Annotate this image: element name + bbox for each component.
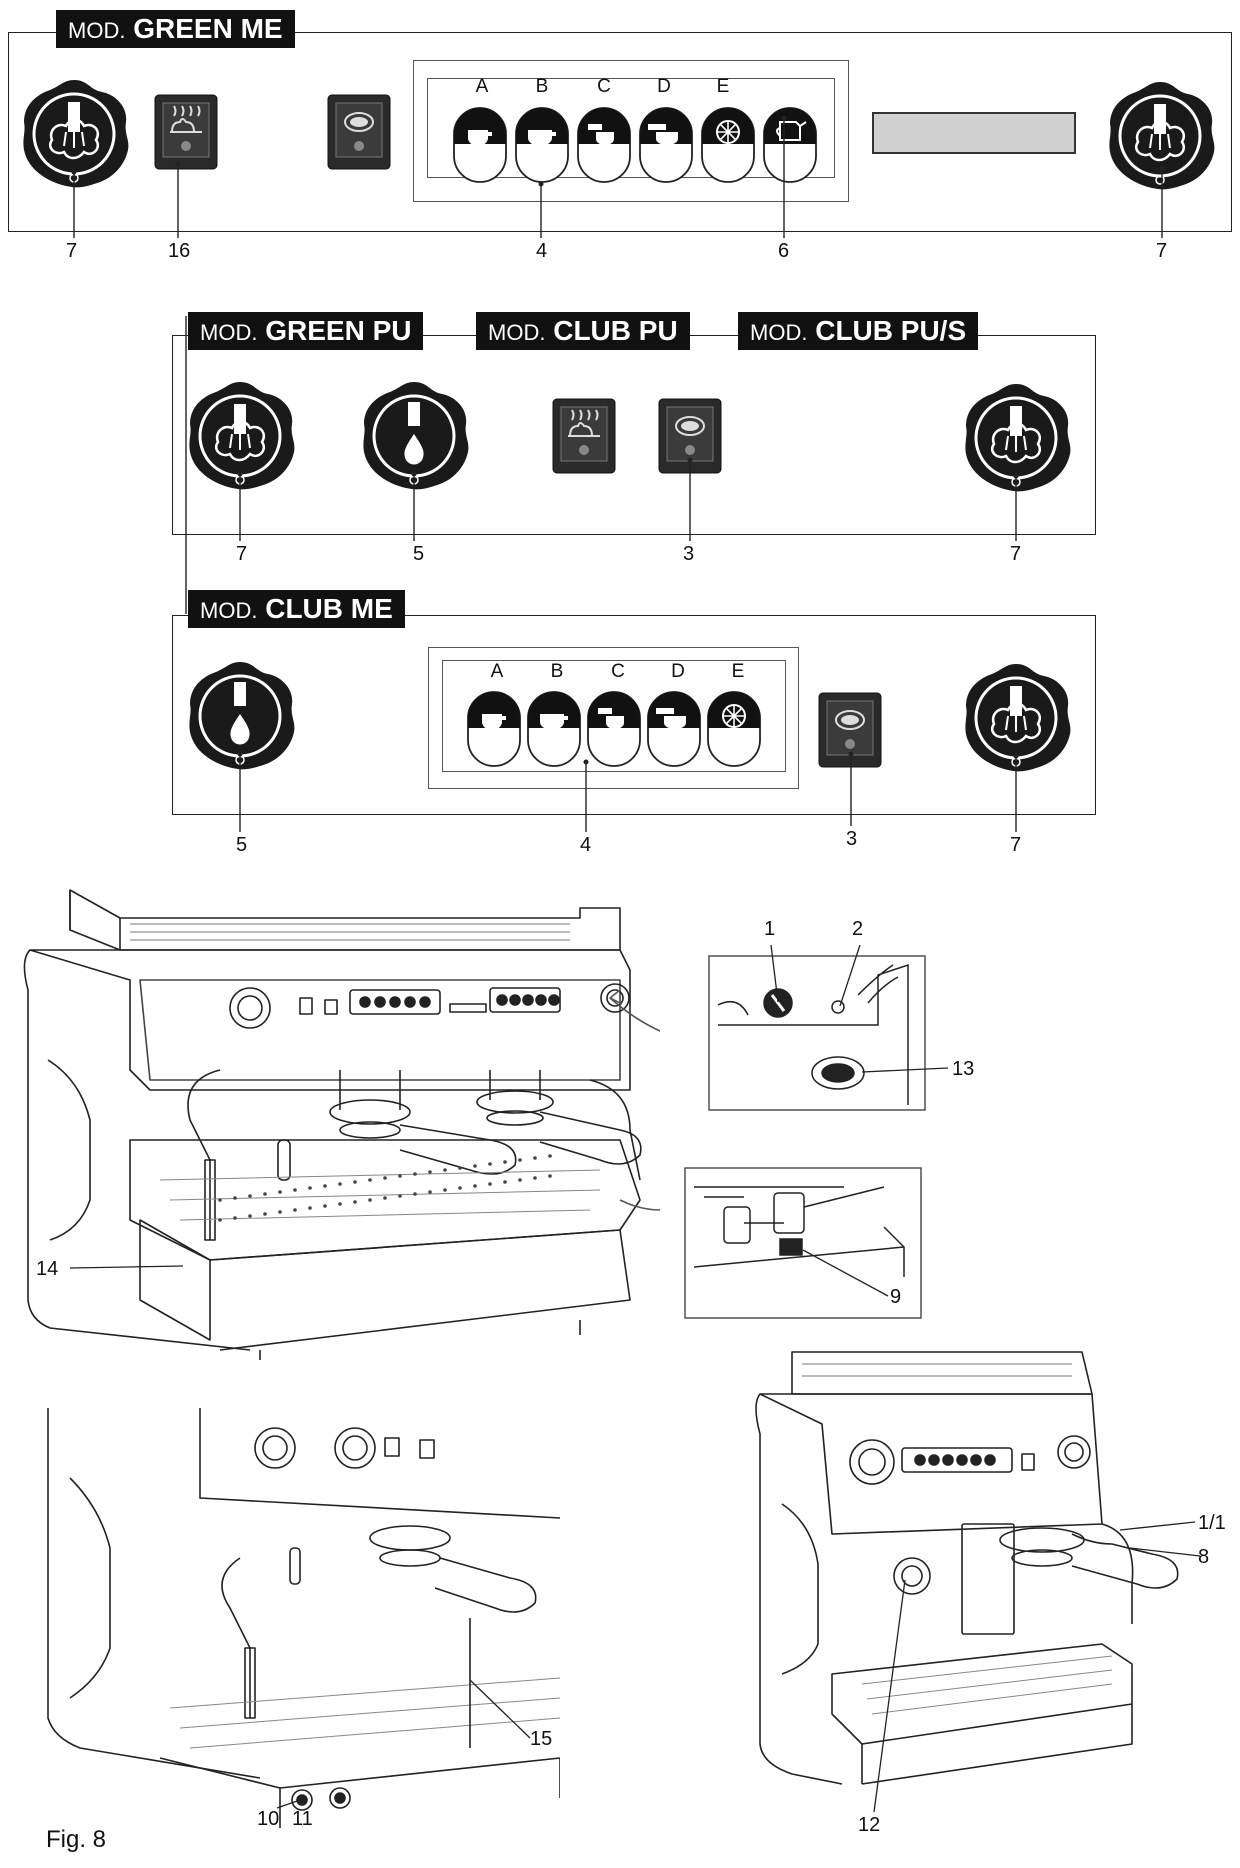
keypad-button-d[interactable] — [647, 691, 701, 767]
keypad-button-e[interactable] — [701, 107, 755, 183]
inset-power-switch — [708, 955, 926, 1111]
steam-knob-icon[interactable] — [958, 660, 1074, 776]
keypad-button-a[interactable] — [467, 691, 521, 767]
front-detail-illustration — [47, 1408, 560, 1828]
callout-16: 16 — [168, 240, 191, 262]
single-group-machine-illustration — [755, 1351, 1179, 1785]
keypad-label-e: E — [731, 661, 745, 682]
keypad-label-b: B — [535, 76, 549, 97]
tag-club-pus: MOD. CLUB PU/S — [738, 312, 979, 350]
keypad-button-d[interactable] — [639, 107, 693, 183]
cup-button-icon[interactable] — [658, 398, 722, 474]
keypad-label-a: A — [475, 76, 489, 97]
steam-knob-icon[interactable] — [958, 380, 1074, 496]
callout-3: 3 — [683, 543, 695, 565]
figure-label: Fig. 8 — [46, 1826, 107, 1853]
steam-wand-button-icon[interactable] — [552, 398, 616, 474]
keypad-frame — [442, 660, 786, 772]
steam-knob-icon[interactable] — [182, 378, 298, 494]
tag-green-pu: MOD. GREEN PU — [188, 312, 424, 350]
steam-wand-button-icon[interactable] — [154, 94, 218, 170]
callout-5: 5 — [413, 543, 425, 565]
callout-4: 4 — [536, 240, 548, 262]
two-group-machine-illustration — [23, 889, 660, 1360]
teapot-button[interactable] — [763, 107, 817, 183]
keypad-label-c: C — [611, 661, 625, 682]
callout-7: 7 — [66, 240, 78, 262]
callout-4: 4 — [580, 834, 592, 856]
callout-13: 13 — [952, 1058, 975, 1080]
callout-11: 11 — [292, 1808, 313, 1830]
tag-green-me: MOD. GREEN ME — [56, 10, 295, 48]
callout-12: 12 — [858, 1814, 881, 1836]
callout-3: 3 — [846, 828, 858, 850]
display-screen — [872, 112, 1076, 154]
callout-15: 15 — [530, 1728, 553, 1750]
panel-leader-lines — [71, 115, 1165, 832]
keypad-buttons[interactable] — [464, 688, 774, 768]
keypad-label-c: C — [597, 76, 611, 97]
cup-button-icon[interactable] — [327, 94, 391, 170]
hot-water-knob-icon[interactable] — [182, 658, 298, 774]
keypad-label-e: E — [716, 76, 730, 97]
cup-button-icon[interactable] — [818, 692, 882, 768]
callout-7: 7 — [1156, 240, 1168, 262]
keypad-button-c[interactable] — [577, 107, 631, 183]
keypad-button-b[interactable] — [527, 691, 581, 767]
callout-8: 8 — [1198, 1546, 1210, 1568]
callout-10: 10 — [257, 1808, 280, 1830]
keypad-button-c[interactable] — [587, 691, 641, 767]
keypad-label-d: D — [657, 76, 671, 97]
callout-1-1: 1/1 — [1198, 1512, 1226, 1534]
callout-6: 6 — [778, 240, 790, 262]
callout-1: 1 — [764, 918, 776, 940]
keypad-frame — [427, 78, 835, 178]
steam-knob-icon[interactable] — [1102, 78, 1218, 194]
keypad-label-a: A — [490, 661, 504, 682]
keypad-label-d: D — [671, 661, 685, 682]
callout-2: 2 — [852, 918, 864, 940]
callout-7: 7 — [236, 543, 248, 565]
panel-pu — [172, 335, 1096, 535]
callout-7: 7 — [1010, 834, 1022, 856]
keypad-buttons[interactable] — [450, 104, 820, 184]
callout-9: 9 — [890, 1286, 902, 1308]
tag-club-pu: MOD. CLUB PU — [476, 312, 690, 350]
keypad-button-b[interactable] — [515, 107, 569, 183]
inset-valve — [684, 1167, 922, 1319]
keypad-button-a[interactable] — [453, 107, 507, 183]
callout-14: 14 — [36, 1258, 59, 1280]
callout-7: 7 — [1010, 543, 1022, 565]
hot-water-knob-icon[interactable] — [356, 378, 472, 494]
keypad-label-b: B — [550, 661, 564, 682]
keypad-button-e[interactable] — [707, 691, 761, 767]
tag-club-me: MOD. CLUB ME — [188, 590, 405, 628]
callout-5: 5 — [236, 834, 248, 856]
